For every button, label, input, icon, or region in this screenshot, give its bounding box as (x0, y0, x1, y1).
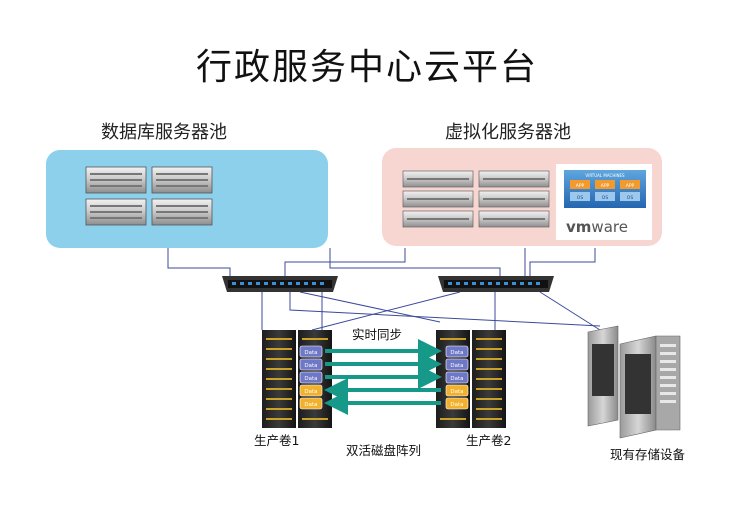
virt-server-6 (478, 210, 550, 228)
disk-2e: Data (445, 397, 469, 410)
os-block-3 (620, 192, 640, 201)
array-2-disks: Data Data Data Data Data (445, 345, 469, 410)
disk-1e: Data (299, 397, 323, 410)
network-links (167, 248, 601, 331)
svg-text:Data: Data (450, 376, 463, 382)
disk-2b: Data (445, 358, 469, 371)
vmware-logo: vmware (566, 218, 628, 236)
array-label: 双活磁盘阵列 (346, 443, 422, 458)
disk-1b: Data (299, 358, 323, 371)
svg-text:Data: Data (304, 350, 317, 356)
db-server-1 (85, 166, 147, 194)
svg-text:Data: Data (304, 363, 317, 369)
volume-2-label: 生产卷2 (466, 433, 512, 448)
link-switch2-array1 (311, 291, 461, 331)
link-db-switch2 (329, 248, 501, 276)
link-switch1-existing (289, 292, 601, 327)
os-label-1: OS (577, 195, 584, 201)
virt-server-5 (402, 210, 474, 228)
sync-label: 实时同步 (352, 327, 403, 342)
svg-text:Data: Data (450, 402, 463, 408)
app-label-2: APP (601, 183, 610, 189)
sync-arrows (324, 339, 442, 415)
virtual-pool-label: 虚拟化服务器池 (445, 122, 571, 143)
db-server-2 (151, 166, 213, 194)
vm-header: VIRTUAL MACHINES (585, 173, 625, 178)
svg-text:Data: Data (304, 389, 317, 395)
disk-1c: Data (299, 371, 323, 384)
svg-text:Data: Data (450, 363, 463, 369)
database-servers (85, 166, 213, 226)
os-label-2: OS (602, 195, 609, 201)
existing-storage-device (587, 325, 681, 439)
disk-1d: Data (299, 384, 323, 397)
os-block-1 (570, 192, 590, 201)
app-block-3 (620, 180, 640, 189)
app-label-1: APP (576, 183, 585, 189)
network-switch-1 (222, 276, 338, 292)
disk-2c: Data (445, 371, 469, 384)
network-switch-2 (438, 276, 554, 292)
array-1-disks: Data Data Data Data Data (299, 345, 323, 410)
disk-1a: Data (299, 345, 323, 358)
existing-storage-label: 现有存储设备 (610, 447, 686, 462)
virt-server-2 (478, 170, 550, 188)
app-label-3: APP (626, 183, 635, 189)
disk-2a: Data (445, 345, 469, 358)
link-db-switch1 (167, 248, 231, 276)
os-label-3: OS (627, 195, 634, 201)
virt-server-4 (478, 190, 550, 208)
virt-server-1 (402, 170, 474, 188)
link-virt-switch1 (284, 248, 406, 276)
os-block-2 (595, 192, 615, 201)
app-block-2 (595, 180, 615, 189)
page-title: 行政服务中心云平台 (195, 47, 538, 88)
svg-text:Data: Data (304, 402, 317, 408)
volume-1-label: 生产卷1 (254, 433, 300, 448)
link-virt-switch2b (529, 248, 596, 276)
app-block-1 (570, 180, 590, 189)
virtual-servers (402, 170, 550, 228)
svg-text:Data: Data (450, 389, 463, 395)
db-server-4 (151, 198, 213, 226)
vmware-card: VIRTUAL MACHINES APP APP APP OS OS OS vm… (556, 164, 652, 240)
disk-2d: Data (445, 384, 469, 397)
link-switch1-array2 (299, 291, 441, 323)
db-server-3 (85, 198, 147, 226)
database-pool-label: 数据库服务器池 (101, 122, 227, 143)
link-switch2-existing (539, 291, 601, 331)
svg-text:Data: Data (304, 376, 317, 382)
virt-server-3 (402, 190, 474, 208)
svg-text:Data: Data (450, 350, 463, 356)
